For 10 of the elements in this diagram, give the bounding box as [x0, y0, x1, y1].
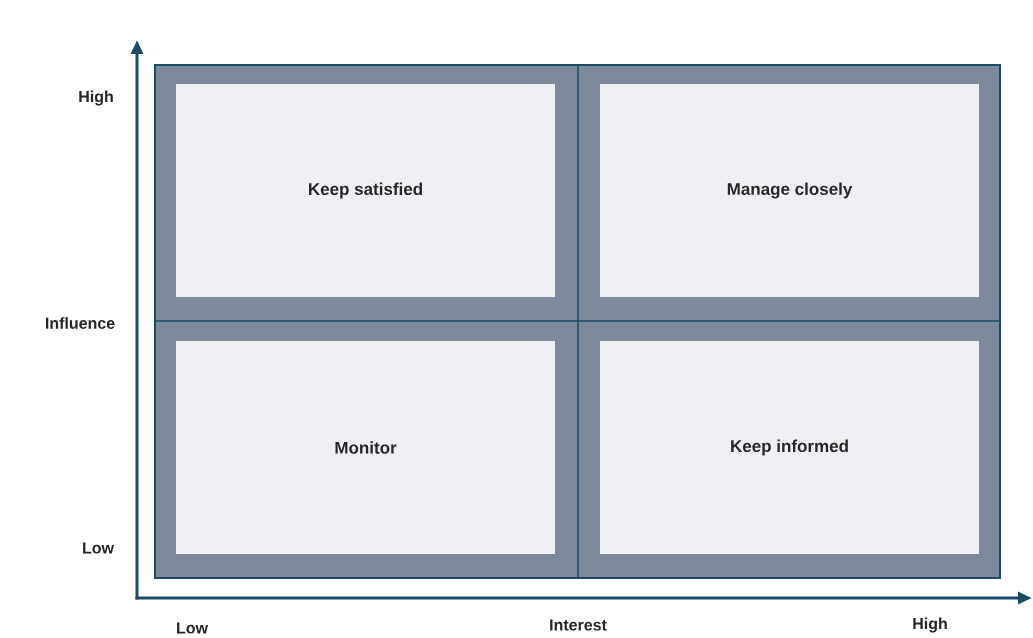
axis-label: High	[913, 617, 947, 633]
axis-label: Low	[177, 622, 209, 634]
axis-title: Influence	[45, 317, 115, 329]
axis-label: High	[79, 90, 113, 106]
quadrant-box: Keep satisfied	[176, 84, 555, 297]
quadrant-box: Monitor	[176, 341, 555, 554]
axis-label: Low	[83, 542, 115, 554]
axis-title: Interest	[550, 619, 607, 631]
quadrant-box: Keep informed	[600, 341, 979, 554]
quadrant-box: Manage closely	[600, 84, 979, 297]
